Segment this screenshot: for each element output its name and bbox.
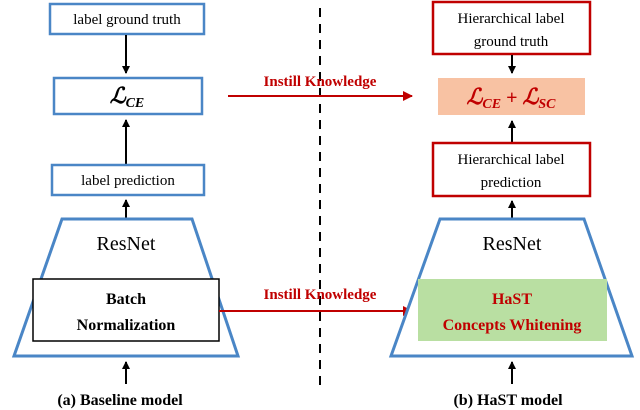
right-label-gt-line1: Hierarchical label [457, 11, 564, 27]
right-label-gt-line2: ground truth [474, 34, 549, 50]
left-batchnorm-line2: Normalization [77, 317, 176, 334]
right-whitening-box [418, 279, 607, 341]
right-label-gt-box [431, 0, 592, 56]
instill-knowledge-label-top: Instill Knowledge [264, 74, 377, 90]
left-batchnorm-box [32, 278, 220, 342]
right-caption: (b) HaST model [453, 392, 563, 409]
right-whitening-line1: HaST [492, 291, 532, 308]
right-resnet-label: ResNet [483, 233, 542, 255]
right-whitening-line2: Concepts Whitening [443, 317, 582, 334]
left-label-pred-box [50, 163, 206, 197]
left-label-gt-text: label ground truth [73, 12, 181, 28]
instill-knowledge-label-bottom: Instill Knowledge [264, 287, 377, 303]
left-batchnorm-line1: Batch [106, 291, 146, 308]
right-label-pred-box [431, 141, 592, 198]
right-loss-box [438, 78, 585, 115]
left-resnet-label: ResNet [97, 233, 156, 255]
left-loss-text: ℒCE [110, 83, 145, 111]
left-label-pred-text: label prediction [81, 173, 175, 189]
left-label-gt-box [48, 2, 206, 36]
left-loss-box [52, 76, 204, 116]
right-loss-text: ℒCE + ℒSC [467, 84, 557, 112]
left-caption: (a) Baseline model [57, 392, 183, 409]
right-label-pred-line1: Hierarchical label [457, 152, 564, 168]
right-label-pred-line2: prediction [481, 175, 542, 191]
